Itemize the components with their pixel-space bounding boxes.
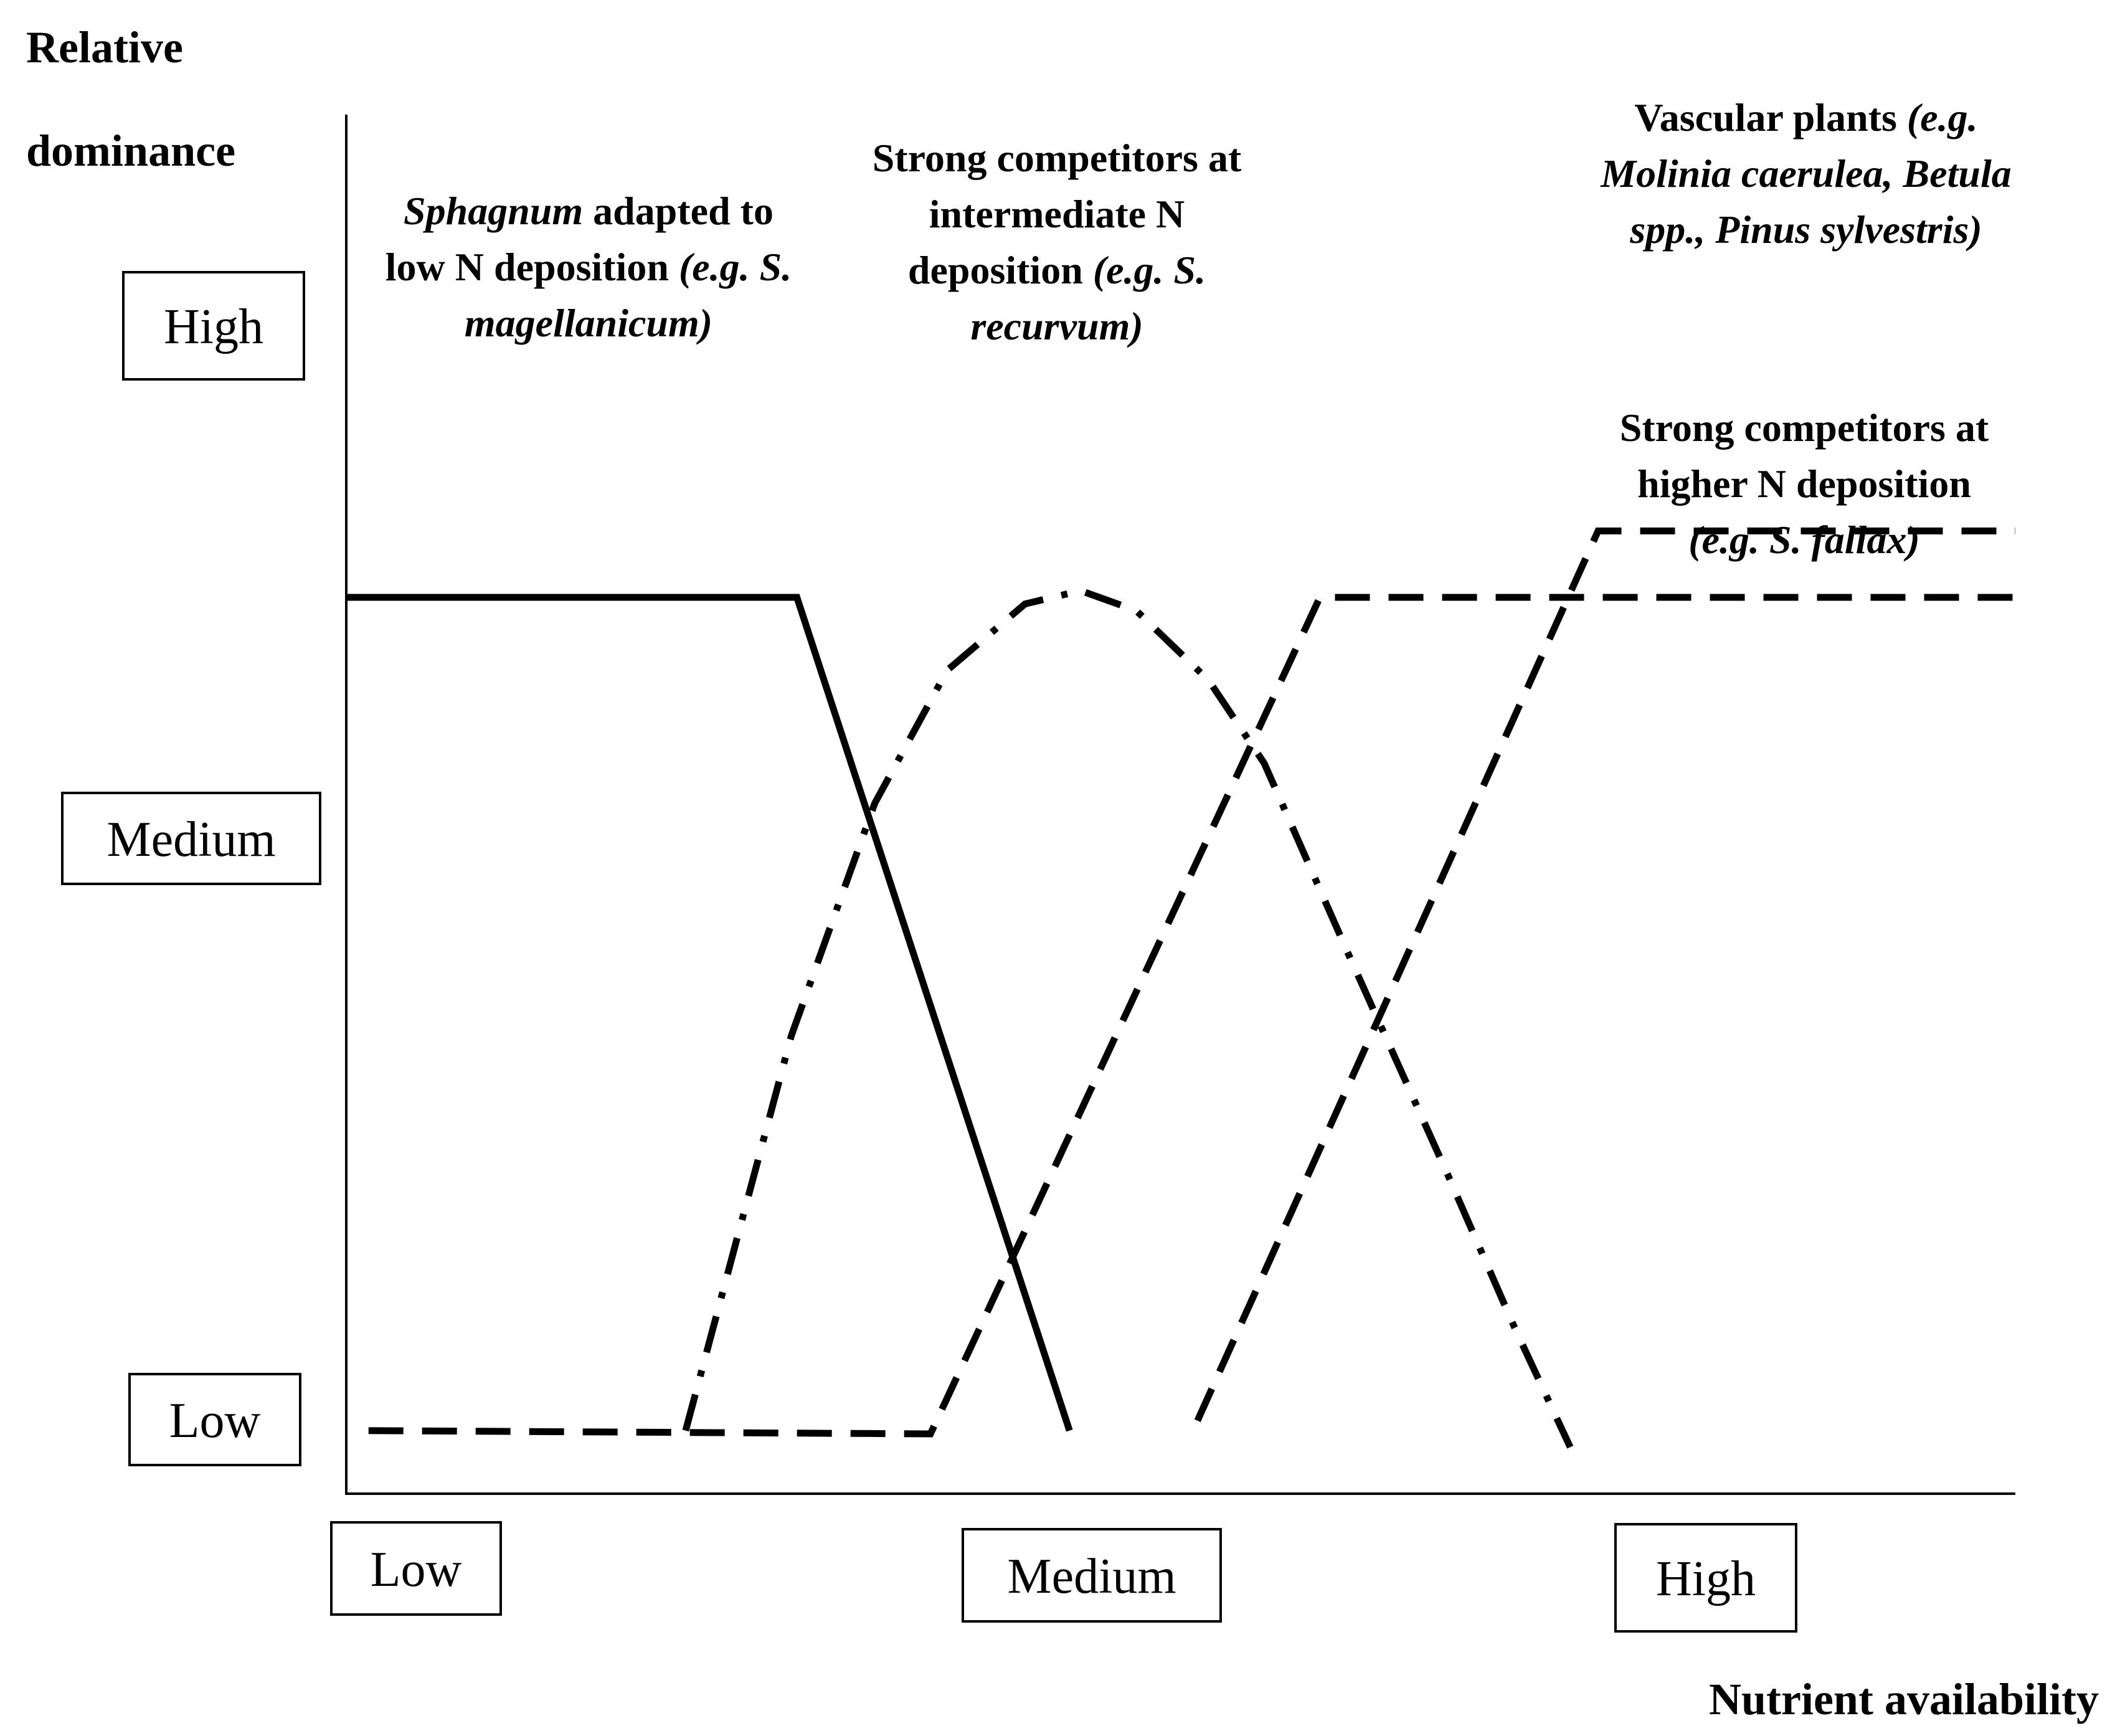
y-tick-low-box <box>128 1373 301 1466</box>
series-label-intermediate-n-competitors: Strong competitors at intermediate N depos… <box>873 136 1242 348</box>
series-line-vascular-plants <box>1194 527 2015 1422</box>
series-label-segment: (e.g. S. <box>679 245 792 289</box>
axis-lines <box>345 115 2015 1495</box>
x-tick-low-box <box>330 1521 502 1616</box>
series-line-low-n-sphagnum <box>346 594 1073 1432</box>
series-label-segment: Strong competitors at <box>873 136 1242 180</box>
x-tick-high-text: High <box>1656 1552 1756 1606</box>
series-label-segment: recurvum) <box>970 304 1143 348</box>
x-tick-low-text: Low <box>371 1542 462 1597</box>
x-tick-medium-box <box>962 1528 1222 1623</box>
x-axis-title: Nutrient availability <box>1709 1674 2099 1724</box>
y-tick-low: Low <box>128 1373 301 1466</box>
series-label-segment: low N deposition <box>386 245 679 289</box>
y-tick-high-text: High <box>164 300 263 354</box>
series-line-higher-n-competitors <box>368 594 2015 1438</box>
series-label-segment: intermediate N <box>929 192 1185 236</box>
x-tick-high-box <box>1614 1523 1797 1633</box>
x-tick-low: Low <box>330 1521 502 1616</box>
series-line-intermediate-n-competitors <box>682 587 1574 1449</box>
y-tick-high-box <box>122 271 305 381</box>
y-axis-title-line: Relative <box>26 22 183 72</box>
series-label-segment: Sphagnum <box>404 189 583 233</box>
y-axis-title: Relative dominance <box>26 22 235 176</box>
y-tick-medium-box <box>61 792 321 885</box>
x-tick-medium: Medium <box>962 1528 1222 1623</box>
series-label-segment: magellanicum) <box>465 301 712 345</box>
y-tick-medium-text: Medium <box>106 812 275 867</box>
y-tick-low-text: Low <box>169 1393 261 1448</box>
series-label-segment: spp., Pinus sylvestris) <box>1629 207 1982 252</box>
series-label-segment: adapted to <box>583 189 774 233</box>
x-tick-high: High <box>1614 1523 1797 1633</box>
y-tick-medium: Medium <box>61 792 321 885</box>
series-label-segment: (e.g. S. fallax) <box>1688 518 1920 562</box>
y-axis-title-line: dominance <box>26 126 235 176</box>
x-tick-medium-text: Medium <box>1007 1549 1176 1604</box>
series-label-segment: (e.g. <box>1907 95 1978 140</box>
series-label-segment: Molinia caerulea, Betula <box>1600 151 2012 196</box>
series-label-segment: deposition <box>908 248 1093 292</box>
series-label-segment: Strong competitors at <box>1620 406 1989 450</box>
series-label-vascular-plants: Vascular plants (e.g. Molinia caerulea, B… <box>1600 95 2012 252</box>
series-label-low-n-sphagnum: Sphagnum adapted to low N deposition (e.g… <box>386 189 792 345</box>
series-label-segment: higher N deposition <box>1637 462 1971 506</box>
series-label-segment: Vascular plants <box>1634 95 1906 140</box>
series-label-higher-n-competitors: Strong competitors at higher N deposition… <box>1620 406 1989 562</box>
series-label-segment: (e.g. S. <box>1093 248 1206 292</box>
y-tick-high: High <box>122 271 305 381</box>
